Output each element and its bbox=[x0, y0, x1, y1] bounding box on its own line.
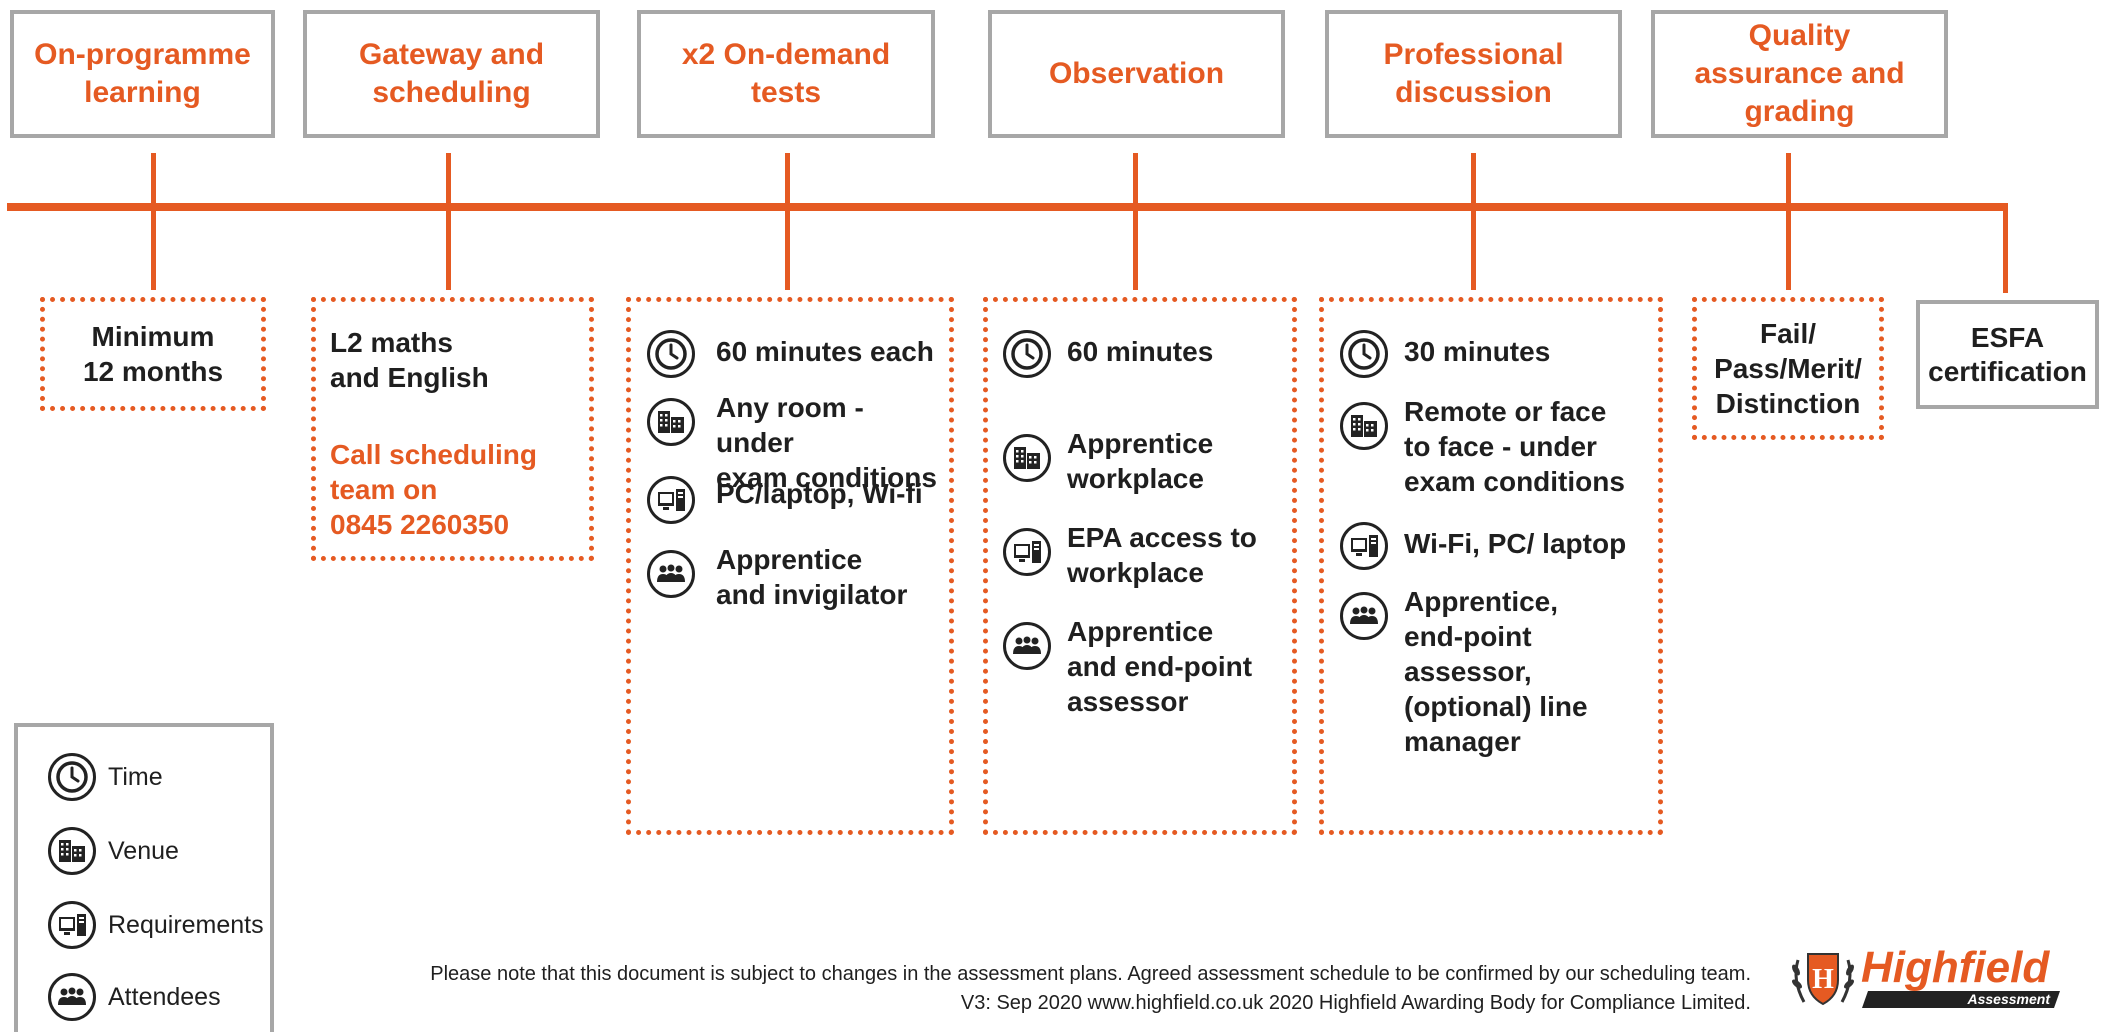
stage-title: Quality assurance and grading bbox=[1694, 19, 1905, 128]
observation-attendees: Apprentice and end-point assessor bbox=[1067, 616, 1253, 717]
clock-icon bbox=[48, 753, 96, 801]
building-icon bbox=[48, 827, 96, 875]
stage-box-on-programme: On-programme learning bbox=[10, 10, 275, 138]
observation-time: 60 minutes bbox=[1067, 336, 1214, 367]
legend-item-time: Time bbox=[48, 753, 163, 801]
timeline-tick bbox=[151, 153, 156, 290]
people-icon bbox=[647, 550, 695, 598]
people-icon bbox=[48, 973, 96, 1021]
stage-title: x2 On-demand tests bbox=[681, 38, 891, 109]
discussion-attendees-item: Apprentice, end-point assessor, (optiona… bbox=[1340, 586, 1588, 759]
tests-time-item: 60 minutes each bbox=[647, 330, 934, 378]
detail-box-tests: 60 minutes each Any room - under exam co… bbox=[626, 297, 954, 835]
discussion-venue-item: Remote or face to face - under exam cond… bbox=[1340, 396, 1625, 499]
tests-venue: Any room - under exam conditions bbox=[716, 392, 937, 493]
observation-requirements: EPA access to workplace bbox=[1067, 522, 1257, 588]
discussion-venue: Remote or face to face - under exam cond… bbox=[1404, 396, 1625, 497]
discussion-time: 30 minutes bbox=[1404, 336, 1551, 367]
detail-box-grading: Fail/ Pass/Merit/ Distinction bbox=[1692, 297, 1884, 440]
highfield-logo[interactable]: H Highfield Assessment bbox=[1788, 940, 2063, 1020]
clock-icon bbox=[1340, 330, 1388, 378]
stage-title: On-programme learning bbox=[34, 38, 251, 109]
tests-requirements-item: PC/laptop, Wi-fi bbox=[647, 476, 923, 524]
footer-note: Please note that this document is subjec… bbox=[430, 960, 1751, 1018]
stage-box-observation: Observation bbox=[988, 10, 1285, 138]
timeline-line bbox=[7, 203, 2008, 211]
stage-title: Gateway and scheduling bbox=[358, 38, 545, 109]
observation-time-item: 60 minutes bbox=[1003, 330, 1213, 378]
stage-box-gateway: Gateway and scheduling bbox=[303, 10, 600, 138]
discussion-attendees: Apprentice, end-point assessor, (optiona… bbox=[1404, 586, 1588, 757]
observation-venue-item: Apprentice workplace bbox=[1003, 428, 1213, 496]
computer-icon bbox=[1003, 528, 1051, 576]
people-icon bbox=[1003, 622, 1051, 670]
on-programme-duration: Minimum 12 months bbox=[82, 321, 224, 387]
discussion-requirements-item: Wi-Fi, PC/ laptop bbox=[1340, 522, 1626, 570]
legend-item-requirements: Requirements bbox=[48, 901, 264, 949]
computer-icon bbox=[647, 476, 695, 524]
discussion-requirements: Wi-Fi, PC/ laptop bbox=[1404, 528, 1627, 559]
tests-attendees: Apprentice and invigilator bbox=[716, 544, 908, 610]
footer-disclaimer: Please note that this document is subjec… bbox=[430, 963, 1751, 985]
tests-venue-item: Any room - under exam conditions bbox=[647, 392, 949, 495]
footer-version: V3: Sep 2020 www.highfield.co.uk 2020 Hi… bbox=[960, 992, 1751, 1014]
legend-item-attendees: Attendees bbox=[48, 973, 221, 1021]
stage-box-discussion: Professional discussion bbox=[1325, 10, 1622, 138]
tests-time: 60 minutes each bbox=[716, 336, 934, 367]
grading-outcomes: Fail/ Pass/Merit/ Distinction bbox=[1714, 318, 1862, 419]
timeline-tick bbox=[446, 153, 451, 290]
stage-box-grading: Quality assurance and grading bbox=[1651, 10, 1948, 138]
building-icon bbox=[1003, 434, 1051, 482]
stage-box-tests: x2 On-demand tests bbox=[637, 10, 935, 138]
people-icon bbox=[1340, 592, 1388, 640]
logo-badge-letter: H bbox=[1812, 964, 1834, 995]
legend-label: Requirements bbox=[108, 910, 264, 939]
logo-sub: Assessment bbox=[1967, 991, 2052, 1007]
clock-icon bbox=[1003, 330, 1051, 378]
timeline-tick bbox=[1786, 153, 1791, 290]
computer-icon bbox=[48, 901, 96, 949]
highfield-logo-mark: H Highfield Assessment bbox=[1792, 943, 2060, 1008]
gateway-requirements: L2 maths and English bbox=[330, 327, 489, 393]
legend: Time Venue Requirements Attendees bbox=[14, 723, 274, 1032]
tests-requirements: PC/laptop, Wi-fi bbox=[716, 478, 923, 509]
esfa-certification-box: ESFA certification bbox=[1916, 300, 2099, 409]
discussion-time-item: 30 minutes bbox=[1340, 330, 1550, 378]
esfa-certification: ESFA certification bbox=[1928, 321, 2087, 387]
observation-attendees-item: Apprentice and end-point assessor bbox=[1003, 616, 1252, 719]
timeline-tick bbox=[1471, 153, 1476, 290]
building-icon bbox=[1340, 402, 1388, 450]
observation-venue: Apprentice workplace bbox=[1067, 428, 1214, 494]
clock-icon bbox=[647, 330, 695, 378]
legend-label: Venue bbox=[108, 836, 179, 865]
gateway-call-info: Call scheduling team on 0845 2260350 bbox=[330, 439, 537, 540]
detail-box-gateway: L2 maths and English Call scheduling tea… bbox=[311, 297, 594, 561]
timeline-tick bbox=[1133, 153, 1138, 290]
timeline-tick bbox=[2003, 203, 2008, 293]
detail-box-observation: 60 minutes Apprentice workplace EPA acce… bbox=[983, 297, 1297, 835]
building-icon bbox=[647, 398, 695, 446]
detail-box-discussion: 30 minutes Remote or face to face - unde… bbox=[1319, 297, 1663, 835]
detail-box-on-programme: Minimum 12 months bbox=[40, 297, 266, 411]
legend-label: Attendees bbox=[108, 982, 221, 1011]
legend-item-venue: Venue bbox=[48, 827, 179, 875]
legend-label: Time bbox=[108, 762, 163, 791]
stage-title: Observation bbox=[1048, 57, 1225, 90]
logo-brand: Highfield bbox=[1861, 943, 2050, 992]
timeline-tick bbox=[785, 153, 790, 290]
stage-title: Professional discussion bbox=[1383, 38, 1564, 109]
computer-icon bbox=[1340, 522, 1388, 570]
tests-attendees-item: Apprentice and invigilator bbox=[647, 544, 907, 612]
observation-requirements-item: EPA access to workplace bbox=[1003, 522, 1257, 590]
